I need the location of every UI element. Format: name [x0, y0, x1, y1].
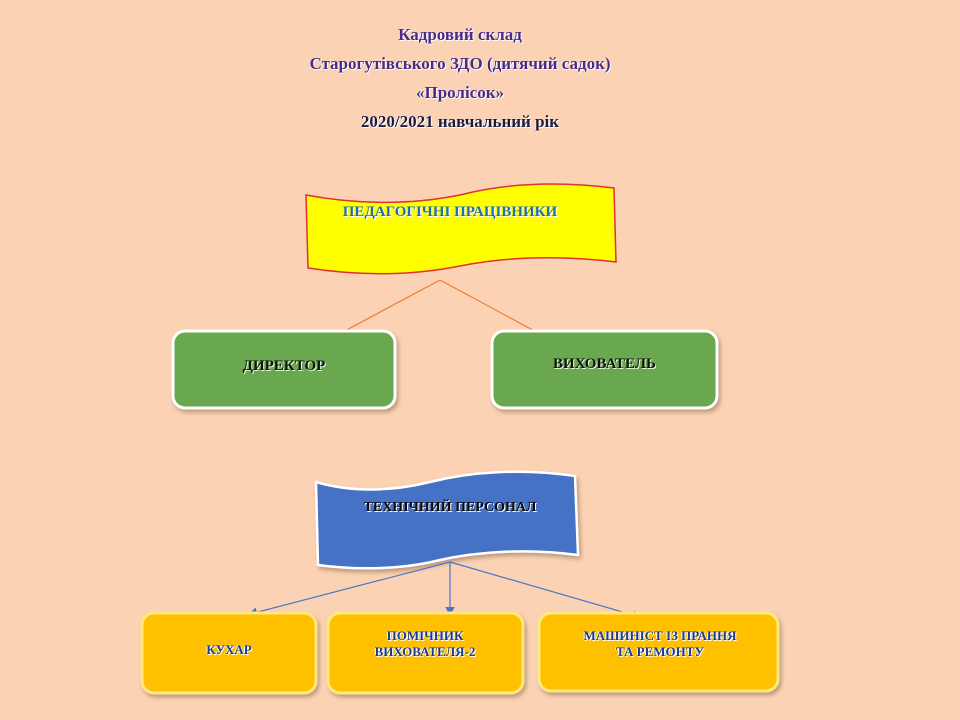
educator-label: ВИХОВАТЕЛЬ	[553, 356, 656, 372]
title-line-4: 2020/2021 навчальний рік	[360, 112, 560, 131]
connector-to-cook	[247, 561, 451, 617]
laundry-label: МАШИНІСТ ІЗ ПРАННЯ ТА РЕМОНТУ	[583, 628, 737, 659]
connector-to-laundry	[449, 561, 643, 620]
technical-banner-label: ТЕХНІЧНИЙ ПЕРСОНАЛ	[363, 500, 537, 515]
title-line-1: Кадровий склад	[398, 25, 522, 44]
pedagogical-banner	[305, 183, 617, 275]
director-label: ДИРЕКТОР	[242, 358, 326, 374]
title-block: Кадровий склад Старогутівського ЗДО (дит…	[0, 20, 920, 136]
cook-box	[140, 611, 318, 695]
educator-box	[490, 329, 719, 410]
assistant-box	[326, 611, 525, 695]
title-line-2: Старогутівського ЗДО (дитячий садок)	[309, 54, 611, 73]
pedagogical-banner-label: ПЕДАГОГІЧНІ ПРАЦІВНИКИ	[342, 204, 558, 220]
title-line-3: «Пролісок»	[415, 83, 505, 102]
cook-label: КУХАР	[206, 642, 252, 657]
laundry-box	[537, 611, 780, 693]
technical-banner	[314, 470, 580, 570]
assistant-label: ПОМІЧНИК ВИХОВАТЕЛЯ-2	[374, 628, 476, 659]
director-box	[171, 329, 397, 410]
